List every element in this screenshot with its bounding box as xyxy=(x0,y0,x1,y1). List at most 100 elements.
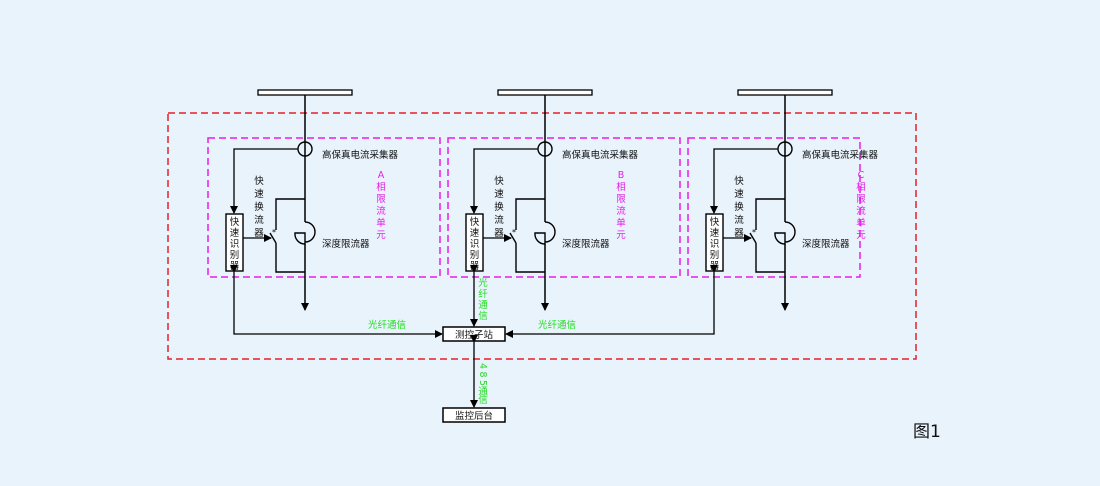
switch-label-char: 器 xyxy=(734,228,744,239)
bypass-line xyxy=(515,198,545,230)
fiber-link-a xyxy=(230,265,443,338)
collector-label: 高保真电流采集器 xyxy=(322,149,399,161)
rs485-label-vertical: 4 8 5通信 xyxy=(477,363,488,406)
collector-label: 高保真电流采集器 xyxy=(562,149,639,161)
current-limiter-icon[interactable] xyxy=(534,221,556,245)
identifier-label-char: 器 xyxy=(230,261,240,272)
switch-label-char: 快 xyxy=(254,175,264,187)
unit-label-char: 流 xyxy=(376,205,386,217)
switch-label-char: 速 xyxy=(734,189,744,200)
identifier-label-char: 别 xyxy=(230,250,240,261)
switch-star: * xyxy=(512,228,516,237)
fiber-label-char: 光 xyxy=(478,277,488,289)
unit-label-char: 相 xyxy=(616,181,626,193)
switch-label-char: 流 xyxy=(494,214,504,226)
limiter-label: 深度限流器 xyxy=(322,238,370,250)
fast-switch-icon[interactable] xyxy=(509,232,517,244)
identifier-label-char: 器 xyxy=(710,261,720,272)
figure-label: 图1 xyxy=(913,422,941,442)
signal-line xyxy=(230,148,298,214)
rs485-label-char: 8 xyxy=(477,371,488,377)
phase-boundary xyxy=(687,137,861,278)
unit-label-char: 流 xyxy=(856,205,866,217)
switch-label-char: 换 xyxy=(494,201,504,213)
switch-star: * xyxy=(272,228,276,237)
unit-label-char: 元 xyxy=(856,230,866,241)
fiber-label-char: 信 xyxy=(478,310,488,322)
unit-label-char: 元 xyxy=(376,230,386,241)
identifier-label-char: 器 xyxy=(470,261,480,272)
unit-label-char: 相 xyxy=(376,181,386,193)
rs485-label-char: 信 xyxy=(478,394,488,406)
fiber-label-left: 光纤通信 xyxy=(368,319,406,331)
identifier-label-char: 别 xyxy=(470,250,480,261)
unit-label-char: 限 xyxy=(376,194,386,205)
unit-label-char: C xyxy=(858,170,865,181)
unit-label-char: 限 xyxy=(616,194,626,205)
bypass-line xyxy=(275,243,305,273)
identifier-label-char: 别 xyxy=(710,250,720,261)
unit-label-char: A xyxy=(378,170,385,181)
switch-label-char: 快 xyxy=(734,175,744,187)
limiter-label: 深度限流器 xyxy=(562,238,610,250)
unit-label-char: 限 xyxy=(856,194,866,205)
bypass-line xyxy=(755,198,785,230)
signal-line xyxy=(710,148,778,214)
identifier-label-char: 识 xyxy=(710,239,720,250)
switch-label-char: 流 xyxy=(254,214,264,226)
limiter-label: 深度限流器 xyxy=(802,238,850,250)
bypass-line xyxy=(515,243,545,273)
busbar xyxy=(497,89,593,96)
switch-label-char: 器 xyxy=(254,228,264,239)
switch-label-char: 速 xyxy=(254,189,264,200)
unit-label-char: 单 xyxy=(376,217,386,229)
bypass-line xyxy=(275,198,305,230)
fiber-label-char: 通 xyxy=(478,300,488,311)
rs485-label-char: 4 xyxy=(477,363,488,369)
unit-label-char: 单 xyxy=(616,217,626,229)
unit-label-char: 相 xyxy=(856,181,866,193)
switch-label-char: 器 xyxy=(494,228,504,239)
collector-label: 高保真电流采集器 xyxy=(802,149,879,161)
backend-box[interactable] xyxy=(442,407,506,423)
switch-label-char: 快 xyxy=(494,175,504,187)
switch-label-char: 换 xyxy=(734,201,744,213)
busbar xyxy=(737,89,833,96)
fiber-label-char: 纤 xyxy=(478,288,488,300)
identifier-label-char: 识 xyxy=(230,239,240,250)
current-limiter-icon[interactable] xyxy=(294,221,316,245)
switch-star: * xyxy=(752,228,756,237)
fast-switch-icon[interactable] xyxy=(269,232,277,244)
unit-label-char: 单 xyxy=(856,217,866,229)
identifier-label-char: 速 xyxy=(230,228,240,239)
identifier-label-char: 速 xyxy=(710,228,720,239)
unit-label-char: 流 xyxy=(616,205,626,217)
fiber-label-right: 光纤通信 xyxy=(538,319,576,331)
switch-label-char: 换 xyxy=(254,201,264,213)
current-limiter-icon[interactable] xyxy=(774,221,796,245)
rs485-label-char: 通 xyxy=(478,387,488,398)
signal-line xyxy=(470,148,538,214)
identifier-label-char: 快 xyxy=(470,216,480,228)
unit-label-char: 元 xyxy=(616,230,626,241)
switch-label-char: 流 xyxy=(734,214,744,226)
fiber-link-c xyxy=(505,265,718,338)
identifier-label-char: 快 xyxy=(230,216,240,228)
switch-label-char: 速 xyxy=(494,189,504,200)
backend-label: 监控后台 xyxy=(455,410,493,422)
bypass-line xyxy=(755,243,785,273)
identifier-label-char: 快 xyxy=(710,216,720,228)
substation-label: 测控子站 xyxy=(455,329,494,341)
identifier-label-char: 速 xyxy=(470,228,480,239)
fiber-label-vertical: 光纤通信 xyxy=(478,277,488,322)
busbar xyxy=(257,89,353,96)
rs485-label-char: 5 xyxy=(477,380,488,386)
unit-label-char: B xyxy=(618,170,625,181)
identifier-label-char: 识 xyxy=(470,239,480,250)
fast-switch-icon[interactable] xyxy=(749,232,757,244)
system-boundary xyxy=(167,112,917,360)
